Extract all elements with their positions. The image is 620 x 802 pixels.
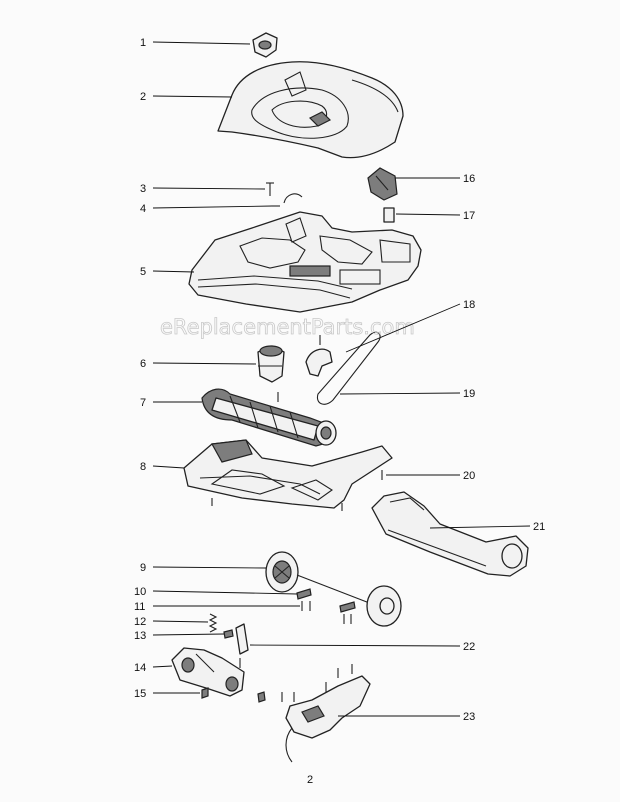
part-17-plate [383, 207, 395, 223]
part-10-clip [296, 588, 312, 600]
part-11-screws [301, 601, 356, 624]
callout-23: 23 [463, 711, 475, 723]
callout-15: 15 [134, 688, 146, 700]
callout-10: 10 [134, 586, 146, 598]
part-22-pedal-lever [235, 623, 249, 668]
part-6-connector [257, 345, 285, 402]
callout-9: 9 [140, 562, 146, 574]
part-19-belt [316, 331, 381, 405]
part-15-screws [201, 687, 283, 703]
callout-6: 6 [140, 358, 146, 370]
part-4-clip [272, 193, 303, 207]
page-number: 2 [307, 774, 313, 786]
part-1-knob [252, 32, 278, 58]
callout-22: 22 [463, 641, 475, 653]
callout-3: 3 [140, 183, 146, 195]
part-12-spring [208, 613, 218, 633]
part-14-height-adjuster [171, 647, 245, 697]
watermark: eReplacementParts.com [160, 315, 415, 339]
callout-21: 21 [533, 521, 545, 533]
part-16-latch [367, 167, 398, 201]
part-9-wheel-assembly [265, 551, 402, 627]
part-18-belt-guard [305, 335, 333, 377]
part-2-hood-cover [217, 61, 404, 159]
part-8-base-plate [183, 439, 393, 511]
callout-13: 13 [134, 630, 146, 642]
callout-18: 18 [463, 299, 475, 311]
part-21-bumper [371, 491, 529, 577]
callout-4: 4 [140, 203, 146, 215]
callout-7: 7 [140, 397, 146, 409]
leader-lines [152, 41, 531, 717]
callout-1: 1 [140, 37, 146, 49]
callout-5: 5 [140, 266, 146, 278]
callout-8: 8 [140, 461, 146, 473]
callout-17: 17 [463, 210, 475, 222]
part-5-base-housing [188, 211, 422, 313]
callout-12: 12 [134, 616, 146, 628]
part-23-switch-assembly [285, 664, 371, 763]
callout-14: 14 [134, 662, 146, 674]
part-13-pin [223, 629, 234, 639]
callout-16: 16 [463, 173, 475, 185]
callout-labels: 1 2 3 4 5 6 7 8 9 10 11 12 13 14 15 16 1… [134, 37, 545, 723]
callout-19: 19 [463, 388, 475, 400]
callout-11: 11 [134, 601, 145, 613]
part-7-brushroll [201, 388, 337, 447]
callout-2: 2 [140, 91, 146, 103]
part-3-screw [266, 182, 274, 196]
callout-20: 20 [463, 470, 475, 482]
